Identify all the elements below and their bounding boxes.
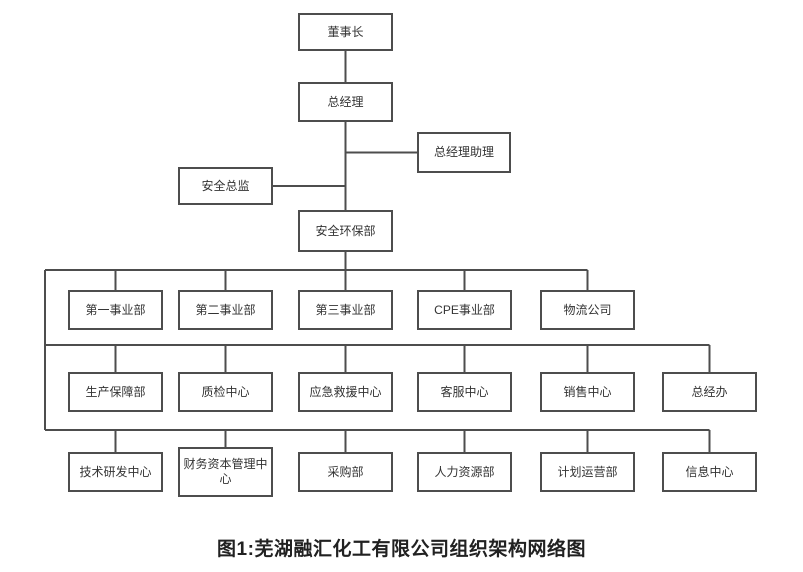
org-node-division-2: 第二事业部: [178, 290, 273, 330]
org-node-gm-assistant: 总经理助理: [417, 132, 511, 173]
org-node-planning-operations-dept: 计划运营部: [540, 452, 635, 492]
figure-caption: 图1:芜湖融汇化工有限公司组织架构网络图: [217, 539, 586, 560]
org-node-hr-dept: 人力资源部: [417, 452, 512, 492]
org-node-safety-env-dept: 安全环保部: [298, 210, 393, 252]
org-node-production-support-dept: 生产保障部: [68, 372, 163, 412]
org-node-chairman: 董事长: [298, 13, 393, 51]
org-node-division-3: 第三事业部: [298, 290, 393, 330]
org-node-cpe-division: CPE事业部: [417, 290, 512, 330]
org-node-information-center: 信息中心: [662, 452, 757, 492]
org-node-tech-rd-center: 技术研发中心: [68, 452, 163, 492]
org-node-customer-service-center: 客服中心: [417, 372, 512, 412]
org-node-safety-director: 安全总监: [178, 167, 273, 205]
org-node-logistics-company: 物流公司: [540, 290, 635, 330]
org-node-division-1: 第一事业部: [68, 290, 163, 330]
org-node-sales-center: 销售中心: [540, 372, 635, 412]
org-node-quality-inspection-center: 质检中心: [178, 372, 273, 412]
org-node-procurement-dept: 采购部: [298, 452, 393, 492]
org-node-emergency-rescue-center: 应急救援中心: [298, 372, 393, 412]
org-node-general-manager: 总经理: [298, 82, 393, 122]
org-node-finance-capital-mgmt-center: 财务资本管理中心: [178, 447, 273, 497]
org-node-gm-office: 总经办: [662, 372, 757, 412]
